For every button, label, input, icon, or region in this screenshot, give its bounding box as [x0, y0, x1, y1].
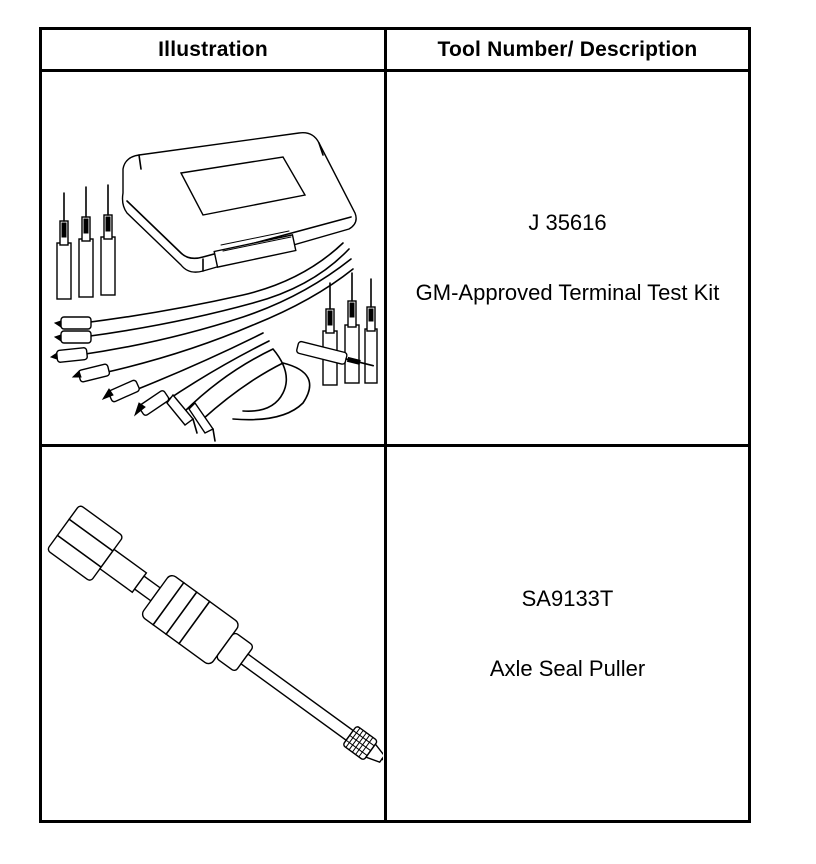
tool-description: GM-Approved Terminal Test Kit — [415, 280, 720, 305]
puller-body — [47, 505, 383, 777]
tool-number: SA9133T — [521, 585, 614, 611]
header-illustration: Illustration — [42, 30, 387, 72]
kit-case — [121, 132, 357, 273]
row-1-description: J 35616 GM-Approved Terminal Test Kit — [387, 72, 748, 447]
row-2-illustration — [42, 447, 387, 820]
axle-seal-puller-icon — [47, 505, 383, 777]
kit-probes-left — [56, 184, 116, 300]
tool-table: Illustration Tool Number/ Description — [39, 27, 751, 823]
row-1-illustration — [42, 72, 387, 447]
tool-number: J 35616 — [528, 210, 607, 235]
kit-probes-right — [296, 272, 378, 386]
tool-description: Axle Seal Puller — [489, 655, 646, 681]
header-illustration-label: Illustration — [158, 37, 268, 61]
terminal-test-kit-icon — [49, 132, 378, 442]
kit-leads — [49, 242, 354, 442]
header-description-label: Tool Number/ Description — [437, 37, 698, 61]
header-description: Tool Number/ Description — [387, 30, 748, 72]
row-2-description: SA9133T Axle Seal Puller — [387, 447, 748, 820]
